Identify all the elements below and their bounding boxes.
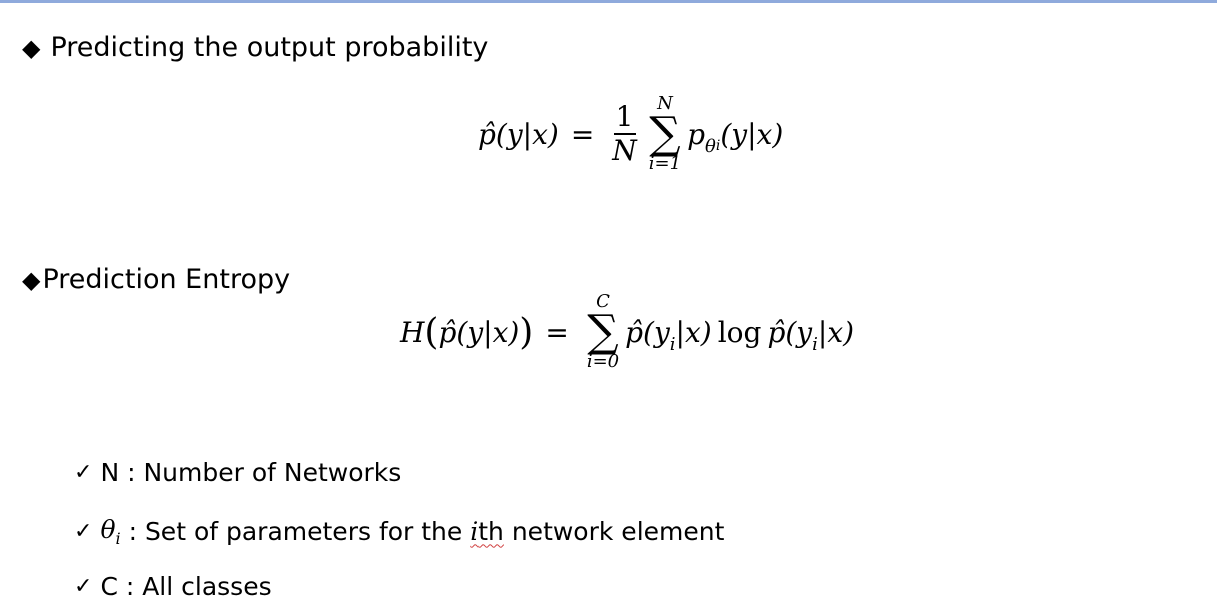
formula2-term1: p̂(yi|x) <box>625 315 712 355</box>
heading-text: Predicting the output probability <box>50 32 489 63</box>
formula1-term: pθi(y|x) <box>687 117 784 157</box>
list-item-classes: ✓ C : All classes <box>74 572 272 602</box>
sum-upper-limit: N <box>657 93 673 114</box>
sum-lower-limit: i=0 <box>586 351 620 372</box>
diamond-bullet-icon: ◆ <box>22 34 41 62</box>
formula2-equals: = <box>545 315 569 349</box>
checkmark-icon: ✓ <box>74 574 93 599</box>
heading-prediction-entropy: ◆ Prediction Entropy <box>22 264 290 296</box>
sigma-icon: ∑ <box>649 108 681 159</box>
item-text: N : Number of Networks <box>100 458 402 487</box>
item-text-b: network element <box>503 516 725 546</box>
item-text: C : All classes <box>100 572 272 601</box>
formula2-inner: p̂(y|x) <box>438 315 520 349</box>
sum-lower-limit: i=1 <box>648 153 682 174</box>
ith-word: ith <box>470 516 504 546</box>
formula2-summation: C ∑ i=0 <box>587 292 619 372</box>
formula-output-probability: p̂(y|x) = 1 N N ∑ i=1 pθi(y|x) <box>478 94 783 174</box>
formula2-H: H <box>400 315 425 349</box>
formula1-summation: N ∑ i=1 <box>649 94 681 174</box>
checkmark-icon: ✓ <box>74 460 93 485</box>
formula2-term2: p̂(yi|x) <box>767 315 855 355</box>
formula-prediction-entropy: H ( p̂(y|x) ) = C ∑ i=0 p̂(yi|x) log p̂(… <box>400 291 855 372</box>
heading-output-probability: ◆ Predicting the output probability <box>22 32 488 64</box>
fraction-numerator: 1 <box>615 100 634 133</box>
formula1-equals: = <box>570 117 595 151</box>
list-item-parameters: ✓ θi : Set of parameters for the ith net… <box>74 515 724 548</box>
sum-upper-limit: C <box>596 291 610 312</box>
formula1-lhs: p̂(y|x) <box>478 117 559 151</box>
diamond-bullet-icon: ◆ <box>22 266 41 294</box>
sigma-icon: ∑ <box>587 306 619 357</box>
formula1-fraction: 1 N <box>612 101 637 167</box>
fraction-denominator: N <box>612 134 637 167</box>
top-accent-bar <box>0 0 1217 3</box>
item-text-a: : Set of parameters for the <box>120 516 471 546</box>
checkmark-icon: ✓ <box>74 518 93 544</box>
list-item-networks: ✓ N : Number of Networks <box>74 458 401 488</box>
theta-symbol: θi <box>100 515 121 548</box>
heading-text: Prediction Entropy <box>42 264 291 295</box>
fraction-bar <box>613 133 636 135</box>
formula2-log: log <box>717 315 762 349</box>
